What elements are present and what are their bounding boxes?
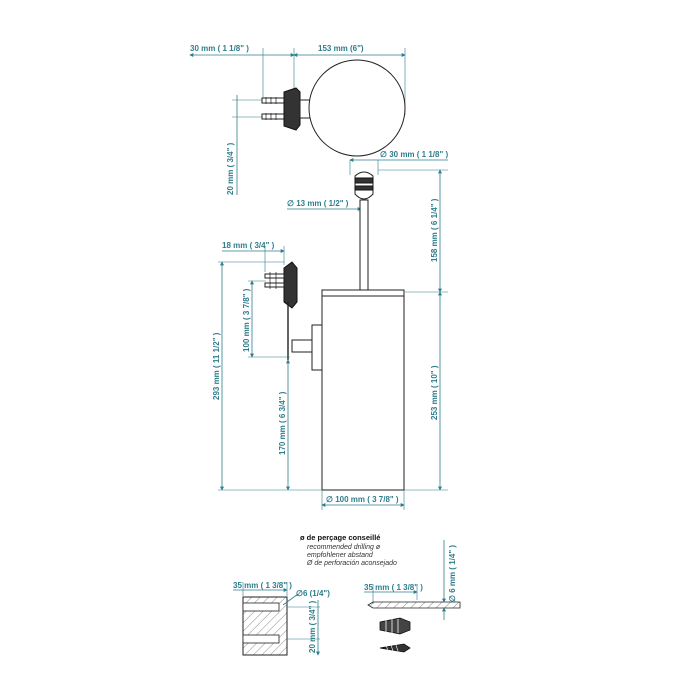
knob-diameter-label: ∅ 30 mm ( 1 1/8" ) xyxy=(380,150,448,159)
top-screw-upper xyxy=(261,97,285,104)
wall-height-label: 20 mm ( 3/4" ) xyxy=(308,600,317,653)
fixing-kit: 35 mm ( 1 3/8" ) ∅ 6 mm ( 1/4" ) xyxy=(364,540,461,653)
bracket-height-label: 100 mm ( 3 7/8" ) xyxy=(242,288,251,352)
rod-diameter-label: ∅ 13 mm ( 1/2" ) xyxy=(287,199,349,208)
body-diameter-label: ∅ 100 mm ( 3 7/8" ) xyxy=(326,495,399,504)
holder-body xyxy=(321,289,405,491)
wall-section: 35 mm ( 1 3/8" ) ∅6 (1/4") 20 mm ( 3/4" … xyxy=(233,581,330,656)
brush-height-label: 158 mm ( 6 1/4" ) xyxy=(430,198,439,262)
drill-hole-upper xyxy=(242,602,280,612)
screw xyxy=(379,643,411,653)
top-view: 30 mm ( 1 1/8" ) 153 mm (6") 20 mm ( 3/4… xyxy=(189,44,406,195)
top-circle xyxy=(308,59,406,157)
top-side-height-label: 20 mm ( 3/4" ) xyxy=(226,142,235,195)
drilling-line-1: recommended drilling ø xyxy=(307,544,381,551)
side-wall-plate xyxy=(283,261,298,309)
mount-height-label: 170 mm ( 6 3/4" ) xyxy=(278,391,287,455)
drill-hole-lower xyxy=(242,634,280,644)
wall-depth-label: 35 mm ( 1 3/8" ) xyxy=(233,581,292,590)
body-height-label: 253 mm ( 10" ) xyxy=(430,365,439,420)
wall-plug xyxy=(379,617,411,635)
side-view: ∅ 30 mm ( 1 1/8" ) ∅ 13 mm ( 1/2" ) 158 … xyxy=(212,150,448,510)
top-depth-label: 30 mm ( 1 1/8" ) xyxy=(190,44,249,53)
drilling-line-3: Ø de perforación aconsejado xyxy=(306,560,397,567)
body-bracket xyxy=(311,324,323,371)
top-diameter-label: 153 mm (6") xyxy=(318,44,364,53)
drilling-line-2: empfohlener abstand xyxy=(307,552,374,559)
drill-bit xyxy=(367,601,461,609)
wall-hole-label: ∅6 (1/4") xyxy=(296,589,330,598)
drilling-title: ø de perçage conseillé xyxy=(300,533,380,542)
total-height-label: 293 mm ( 11 1/2" ) xyxy=(212,332,221,400)
drilling-note: ø de perçage conseillé recommended drill… xyxy=(300,533,397,567)
top-wall-plate xyxy=(283,87,301,131)
top-screw-lower xyxy=(261,113,285,120)
bracket-arm xyxy=(291,339,313,353)
kit-diameter-label: ∅ 6 mm ( 1/4" ) xyxy=(448,545,457,602)
bracket-depth-label: 18 mm ( 3/4" ) xyxy=(222,241,275,250)
kit-depth-label: 35 mm ( 1 3/8" ) xyxy=(364,583,423,592)
brush-rod xyxy=(359,199,369,291)
